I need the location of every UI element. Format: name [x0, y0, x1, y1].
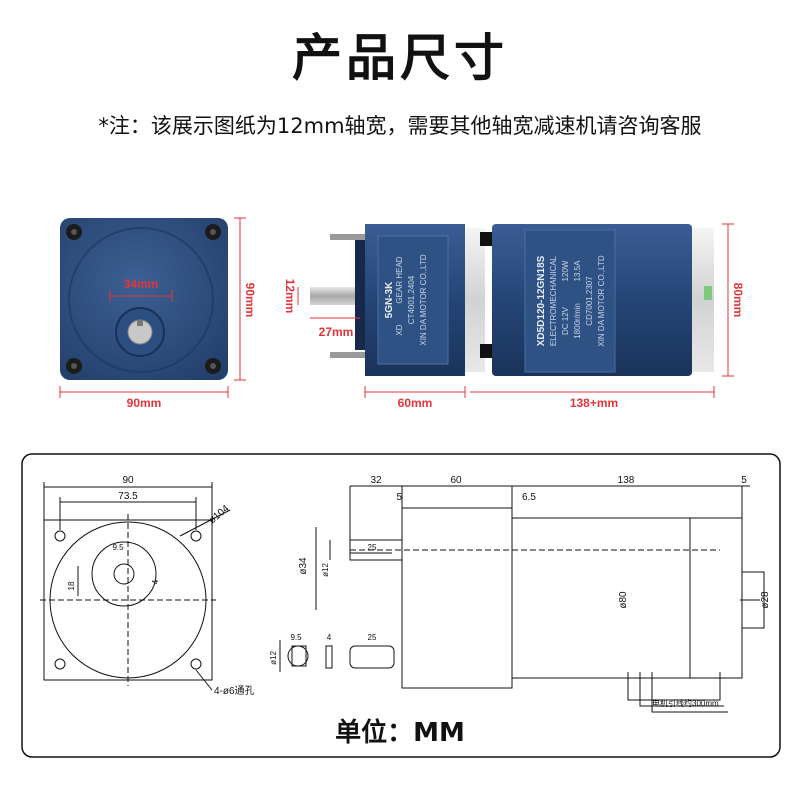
- dim-photo-front-width: 90mm: [127, 396, 162, 410]
- gearhead-maker: XIN DA MOTOR CO.,LTD: [419, 254, 428, 345]
- dim-shaft-dia: ø12: [321, 563, 330, 577]
- dim-shaft-len: 32: [370, 475, 382, 486]
- gearhead-type: GEAR HEAD: [395, 256, 404, 303]
- dim-pcd: ø104: [207, 503, 232, 526]
- dim-bolt-spacing: 73.5: [118, 491, 138, 502]
- gearhead-brand: XD: [395, 324, 404, 335]
- page-title: 产品尺寸: [292, 29, 508, 87]
- motor-maker: XIN DA MOTOR CO.,LTD: [597, 255, 606, 346]
- dim-key-depth: 18: [67, 581, 76, 590]
- dim-cap-dia: ø28: [760, 591, 771, 609]
- motor-type: ELECTROMECHANICAL: [549, 255, 558, 346]
- dim-key-len: 25: [368, 543, 377, 552]
- lead-note: 电机引线约300mm: [652, 698, 719, 708]
- dim-step: 6.5: [522, 492, 536, 503]
- motor-voltage: DC 12V: [561, 306, 570, 335]
- unit-label: 单位：MM: [335, 718, 465, 748]
- motor-power: 120W: [561, 260, 570, 281]
- dim-key-thk: 4: [327, 633, 332, 642]
- dim-key-sec-w: 9.5: [290, 633, 302, 642]
- drawing-side-view: [315, 485, 765, 713]
- dim-photo-gearbox-len: 60mm: [398, 396, 433, 410]
- drawing-front-view: [40, 482, 231, 691]
- page-note: *注：该展示图纸为12mm轴宽，需要其他轴宽减速机请咨询客服: [98, 114, 702, 138]
- dim-front-width: 90: [122, 475, 134, 486]
- gearhead-model: 5GN-3K: [384, 281, 395, 318]
- dim-holes: 4-ø6通孔: [214, 685, 255, 697]
- dim-cap-len: 5: [741, 475, 747, 486]
- dim-photo-shaft-len: 27mm: [319, 325, 354, 339]
- motor-side-photo: [310, 224, 714, 376]
- motor-serial: CD7001.2307: [585, 276, 594, 326]
- dim-key-len2: 25: [368, 633, 377, 642]
- dim-photo-motor-len: 138+mm: [570, 396, 618, 410]
- motor-speed: 1800r/min: [573, 303, 582, 339]
- dim-motor-len: 138: [618, 475, 635, 486]
- motor-model: XD5D120-12GN18S: [536, 255, 547, 346]
- dim-key-offset: 4: [151, 579, 160, 584]
- dim-key-sec-d: ø12: [269, 651, 278, 665]
- dim-photo-front-height: 90mm: [243, 283, 257, 318]
- dim-photo-motor-dia: 80mm: [731, 283, 745, 318]
- drawing-key-sections: [279, 640, 395, 672]
- drawing-frame: [21, 453, 781, 758]
- dim-flange: 5: [396, 492, 402, 503]
- gearhead-serial: CT4001.2404: [407, 275, 416, 324]
- dim-key-width: 9.5: [112, 543, 124, 552]
- dim-gearbox-len: 60: [450, 475, 462, 486]
- motor-current: 13.5A: [573, 260, 582, 282]
- dim-photo-hub: 34mm: [124, 277, 159, 291]
- dim-hub-dia: ø34: [298, 557, 309, 575]
- dim-motor-dia: ø80: [618, 591, 629, 609]
- gearbox-front-photo: [60, 218, 228, 380]
- dim-photo-shaft-dia: 12mm: [283, 279, 297, 314]
